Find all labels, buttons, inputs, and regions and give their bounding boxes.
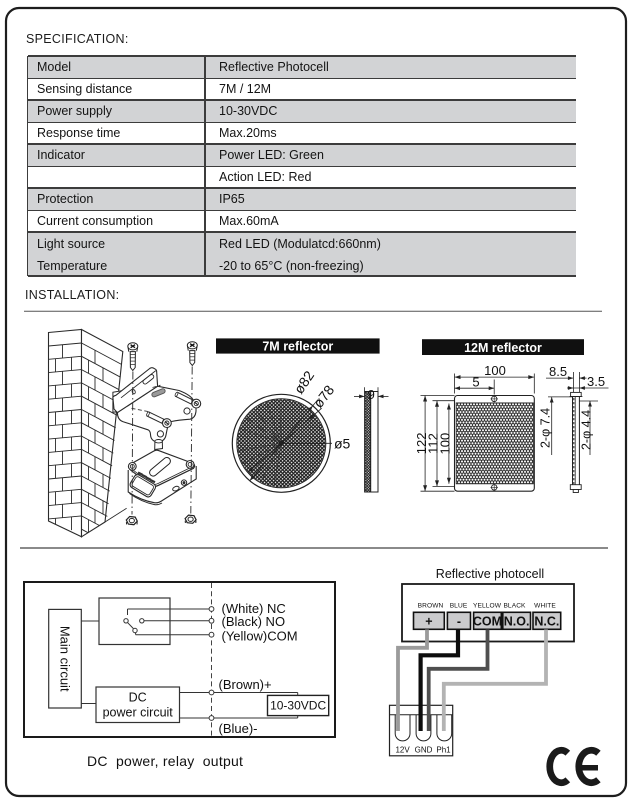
svg-text:(Black) NO: (Black) NO: [222, 614, 286, 629]
svg-text:DC power, relay output: DC power, relay output: [87, 753, 243, 769]
svg-text:100: 100: [484, 363, 506, 378]
svg-text:Ph1: Ph1: [436, 745, 451, 754]
svg-text:N.O.: N.O.: [504, 615, 530, 629]
svg-text:8.5: 8.5: [549, 364, 567, 379]
svg-text:7M reflector: 7M reflector: [262, 340, 333, 354]
svg-text:(Blue)-: (Blue)-: [219, 721, 258, 736]
svg-text:N.C.: N.C.: [534, 615, 559, 629]
svg-text:WHITE: WHITE: [534, 603, 556, 610]
svg-text:ø5: ø5: [334, 436, 351, 452]
svg-text:YELLOW: YELLOW: [473, 603, 502, 610]
svg-text:Main circuit: Main circuit: [58, 626, 73, 692]
svg-text:-: -: [457, 615, 461, 629]
svg-text:ø82: ø82: [290, 368, 317, 397]
svg-text:5: 5: [472, 374, 479, 389]
svg-text:GND: GND: [415, 745, 433, 754]
svg-text:112: 112: [426, 433, 441, 454]
svg-text:(Brown)+: (Brown)+: [219, 677, 272, 692]
svg-text:BROWN: BROWN: [418, 603, 444, 610]
svg-text:122: 122: [414, 433, 429, 455]
svg-text:Reflective photocell: Reflective photocell: [436, 567, 544, 581]
svg-text:100: 100: [438, 433, 453, 455]
svg-text:12M reflector: 12M reflector: [464, 341, 542, 355]
svg-text:power circuit: power circuit: [103, 706, 174, 720]
svg-text:DC: DC: [129, 691, 147, 705]
svg-text:(White) NC: (White) NC: [222, 601, 286, 616]
svg-text:+: +: [425, 615, 432, 629]
svg-text:(Yellow)COM: (Yellow)COM: [222, 628, 298, 643]
svg-text:COM: COM: [473, 615, 502, 629]
svg-text:2-φ 7.4: 2-φ 7.4: [539, 408, 553, 448]
svg-text:10-30VDC: 10-30VDC: [270, 699, 326, 713]
svg-text:2-φ 4.4: 2-φ 4.4: [580, 410, 594, 450]
svg-text:BLUE: BLUE: [450, 603, 468, 610]
svg-text:12V: 12V: [395, 745, 410, 754]
svg-text:3.5: 3.5: [587, 374, 605, 389]
svg-text:9: 9: [368, 387, 375, 402]
svg-text:BLACK: BLACK: [503, 603, 526, 610]
